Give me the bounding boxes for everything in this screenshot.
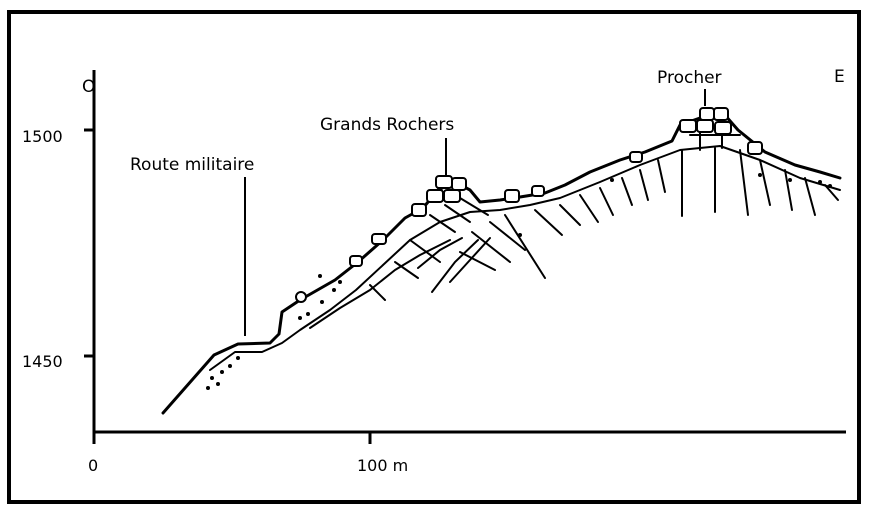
grands-rochers-label: Grands Rochers — [320, 115, 454, 135]
route-militaire-label: Route militaire — [130, 155, 254, 175]
x-tick-label-100m: 100 m — [357, 456, 408, 475]
boulder-blocks — [295, 107, 763, 303]
inner-bedding-line — [309, 239, 451, 329]
fracture-lines — [369, 119, 839, 301]
y-tick-label-1500: 1500 — [22, 127, 63, 146]
procher-label: Procher — [657, 68, 722, 88]
lower-bedding-line — [209, 145, 841, 371]
x-tick-label-0: 0 — [88, 456, 98, 475]
figure-frame — [7, 10, 861, 504]
east-label: E — [834, 67, 845, 87]
terrain-profile — [161, 112, 842, 415]
scree-dots — [206, 173, 832, 390]
ground-surface-line — [161, 112, 842, 415]
y-tick-label-1450: 1450 — [22, 352, 63, 371]
west-label: O — [82, 77, 95, 97]
